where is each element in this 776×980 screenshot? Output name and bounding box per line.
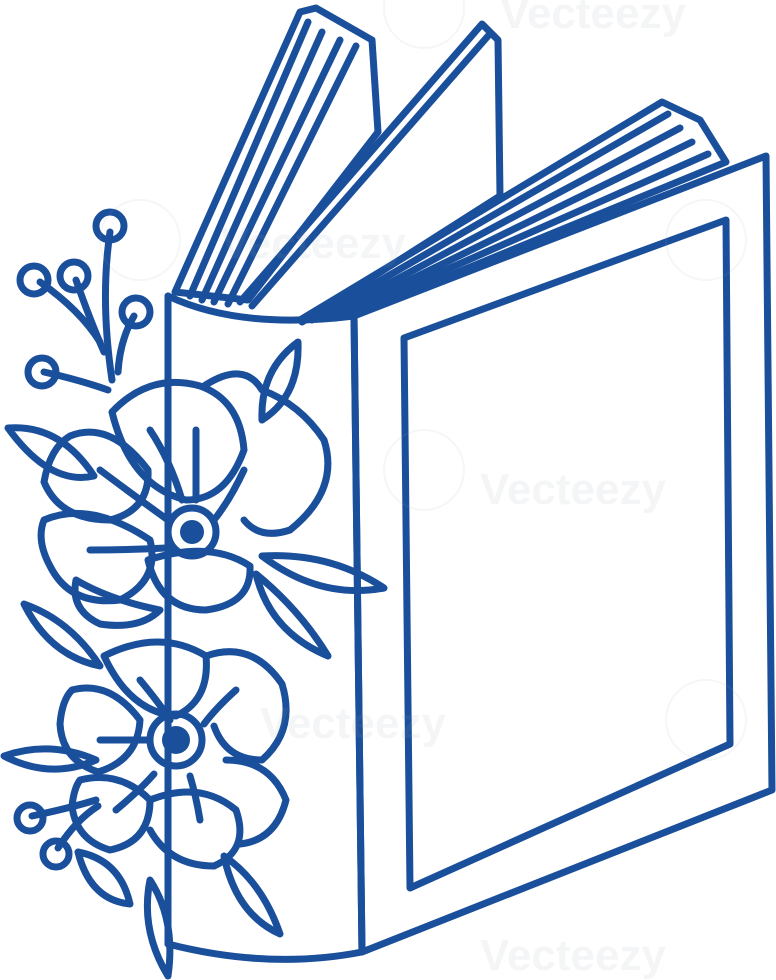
leaf — [0, 745, 100, 773]
leaf — [4, 424, 98, 481]
leaf — [252, 570, 332, 660]
leaf — [20, 600, 104, 670]
watermark-logo — [99, 199, 181, 281]
page-fan-left — [171, 4, 382, 308]
upper-flower — [4, 338, 388, 660]
berry-sprig-bottom — [13, 796, 102, 871]
watermark-text: Vecteezy — [480, 465, 666, 514]
leaf — [220, 852, 284, 938]
cover-frame — [400, 216, 734, 892]
page-fan-right — [296, 98, 730, 324]
flower-center — [162, 726, 190, 754]
book-cover — [350, 152, 776, 956]
flower-center — [180, 520, 204, 544]
watermark-text: Vecteezy — [220, 219, 406, 268]
watermark-logo — [383, 429, 465, 511]
watermark-text: Vecteezy — [480, 931, 666, 980]
lower-flower — [0, 600, 290, 980]
watermark-text: Vecteezy — [500, 0, 686, 38]
leaf — [74, 848, 134, 908]
watermark-logo — [665, 679, 747, 761]
watermark-text: Vecteezy — [260, 699, 446, 748]
leaf — [258, 552, 388, 594]
watermark-layer: Vecteezy Vecteezy Vecteezy Vecteezy Vect… — [99, 0, 747, 980]
watermark-logo — [383, 0, 465, 49]
berry-sprigs-top — [16, 208, 154, 394]
leaf — [258, 338, 302, 424]
leaf — [143, 876, 174, 980]
watermark-logo — [665, 199, 747, 281]
book — [164, 4, 776, 963]
